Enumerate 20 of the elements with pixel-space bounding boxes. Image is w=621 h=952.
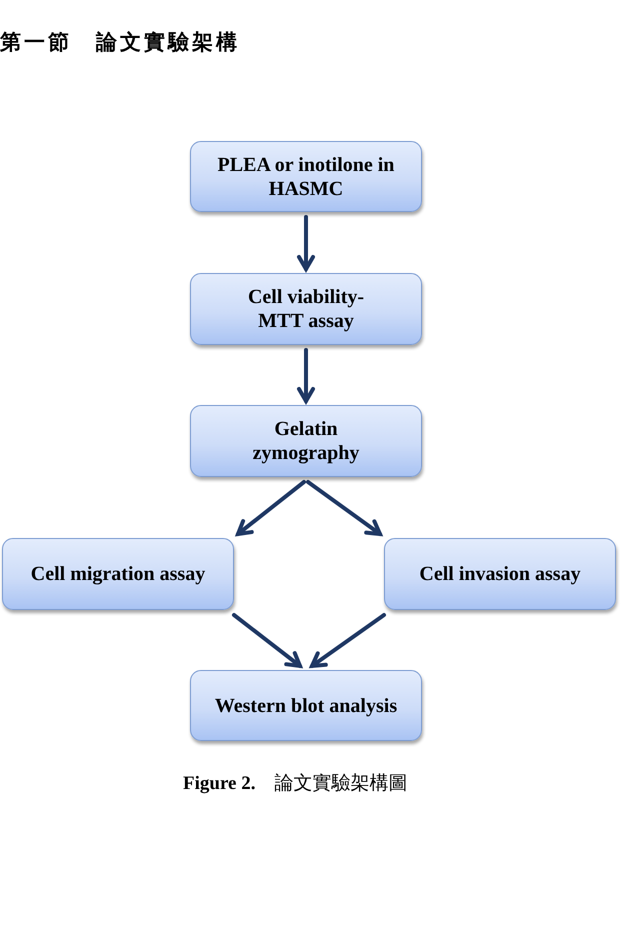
arrow — [297, 348, 315, 403]
arrow — [232, 613, 302, 668]
step-label: Cell migration assay — [30, 562, 206, 586]
process-box — [190, 405, 422, 477]
step-label: Gelatin zymography — [252, 417, 360, 465]
section-heading: 第一節 論文實驗架構 — [0, 28, 240, 56]
process-box — [2, 538, 234, 610]
process-box — [384, 538, 616, 610]
arrow — [310, 613, 386, 668]
process-box — [190, 670, 422, 741]
step-label: Cell invasion assay — [419, 562, 581, 586]
process-box — [190, 141, 422, 212]
step-label: Western blot analysis — [214, 694, 398, 718]
arrow — [236, 480, 306, 536]
arrow — [306, 480, 382, 536]
figure-caption: Figure 2. 論文實驗架構圖 — [183, 772, 408, 796]
arrow — [297, 215, 315, 271]
process-box — [190, 273, 422, 345]
step-label: Cell viability- MTT assay — [246, 285, 366, 333]
step-label: PLEA or inotilone in HASMC — [216, 152, 396, 200]
